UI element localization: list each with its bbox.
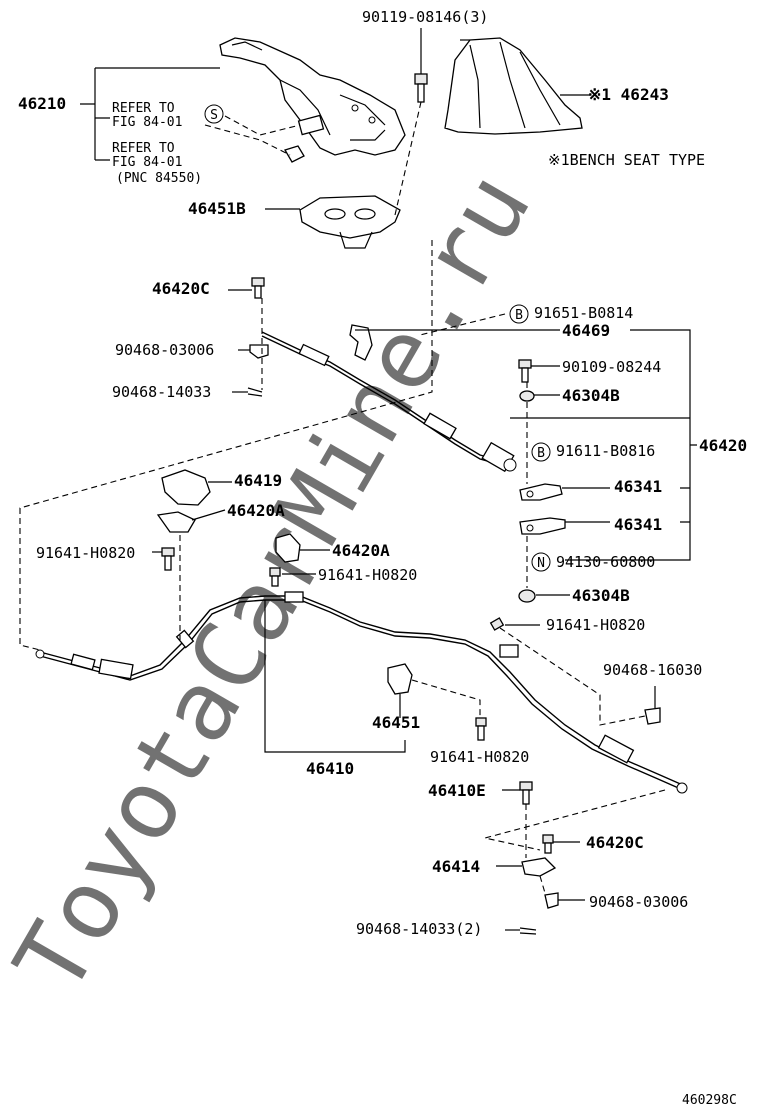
label-91641-h0820-left: 91641-H0820 — [36, 544, 135, 562]
label-91641-h0820-right: 91641-H0820 — [546, 616, 645, 634]
bracket-46469 — [349, 324, 373, 361]
label-46341-b: 46341 — [614, 515, 662, 534]
rear-cable-46410 — [35, 591, 688, 794]
bushing-46304b-top — [519, 390, 535, 402]
bolt-91641-right — [489, 617, 505, 631]
clip-90468-03006-top — [249, 344, 269, 359]
label-46420c-bot: 46420C — [586, 833, 644, 852]
label-46420c-top: 46420C — [152, 279, 210, 298]
clip-90468-14033-top — [247, 387, 263, 397]
label-46304b-bot: 46304B — [572, 586, 630, 605]
label-46469: 46469 — [562, 321, 610, 340]
label-46414: 46414 — [432, 857, 480, 876]
bushing-46304b-bot — [518, 589, 536, 603]
bolt-90109 — [518, 359, 532, 383]
label-90468-03006-top: 90468-03006 — [115, 341, 214, 359]
label-91651-b0814: 91651-B0814 — [534, 304, 633, 322]
front-cable-46420 — [261, 331, 517, 473]
bracket-46419 — [161, 469, 211, 506]
label-46419: 46419 — [234, 471, 282, 490]
parking-brake-lever-assembly — [219, 37, 406, 163]
label-refer-to-2: REFER TO — [112, 141, 175, 156]
label-90468-14033-top: 90468-14033 — [112, 383, 211, 401]
circle-marker-b1: B — [509, 304, 529, 324]
equalizer-46341-b — [519, 517, 566, 535]
bracket-46420a-mid — [275, 533, 301, 563]
note-bench-seat-type: ※1BENCH SEAT TYPE — [548, 151, 705, 169]
cable-bracket-46451b — [299, 195, 401, 249]
bracket-46451 — [387, 663, 413, 695]
bolt-46420c-top — [251, 277, 265, 299]
bracket-46414 — [521, 857, 557, 877]
figure-code: 460298C — [682, 1093, 737, 1108]
label-90468-14033-bot: 90468-14033(2) — [356, 920, 482, 938]
label-fig-84-01-1: FIG 84-01 — [112, 115, 182, 130]
label-91611-b0816: 91611-B0816 — [556, 442, 655, 460]
label-refer-to-1: REFER TO — [112, 101, 175, 116]
label-94130-60800: 94130-60800 — [556, 553, 655, 571]
clip-90468-14033-bot — [519, 927, 537, 935]
label-46243: ※1 46243 — [588, 85, 669, 104]
label-46420a-mid: 46420A — [332, 541, 390, 560]
leader-lines — [19, 28, 697, 931]
circle-marker-n: N — [531, 552, 551, 572]
svg-text:N: N — [537, 556, 545, 571]
label-46410: 46410 — [306, 759, 354, 778]
circle-marker-b2: B — [531, 442, 551, 462]
label-46341-a: 46341 — [614, 477, 662, 496]
svg-text:B: B — [515, 308, 523, 323]
lever-boot — [444, 37, 583, 135]
bolt-46420c-bot — [542, 834, 554, 854]
label-90119-08146: 90119-08146(3) — [362, 8, 488, 26]
label-46304b-top: 46304B — [562, 386, 620, 405]
label-46420a-left: 46420A — [227, 501, 285, 520]
bolt-91641-left — [161, 547, 175, 571]
label-46420: 46420 — [699, 436, 747, 455]
label-46410e: 46410E — [428, 781, 486, 800]
svg-text:S: S — [210, 108, 218, 123]
label-46451: 46451 — [372, 713, 420, 732]
bolt-91641-bot — [475, 717, 487, 741]
svg-text:B: B — [537, 446, 545, 461]
label-46210: 46210 — [18, 94, 66, 113]
label-90468-16030: 90468-16030 — [603, 661, 702, 679]
bolt-91641-mid — [269, 567, 281, 587]
label-91641-h0820-bot: 91641-H0820 — [430, 748, 529, 766]
label-90109-08244: 90109-08244 — [562, 358, 661, 376]
clip-90468-03006-bot — [544, 892, 559, 909]
clip-90468-16030 — [644, 707, 661, 725]
label-91641-h0820-mid: 91641-H0820 — [318, 566, 417, 584]
bolt-90119 — [414, 73, 428, 103]
label-fig-84-01-2: FIG 84-01 — [112, 155, 182, 170]
label-90468-03006-bot: 90468-03006 — [589, 893, 688, 911]
circle-marker-s: S — [204, 104, 224, 124]
label-pnc-84550: (PNC 84550) — [116, 171, 202, 186]
label-46451b: 46451B — [188, 199, 246, 218]
equalizer-46341-a — [519, 483, 563, 501]
bracket-46420a-left — [156, 511, 196, 533]
bolt-46410e — [519, 781, 533, 805]
